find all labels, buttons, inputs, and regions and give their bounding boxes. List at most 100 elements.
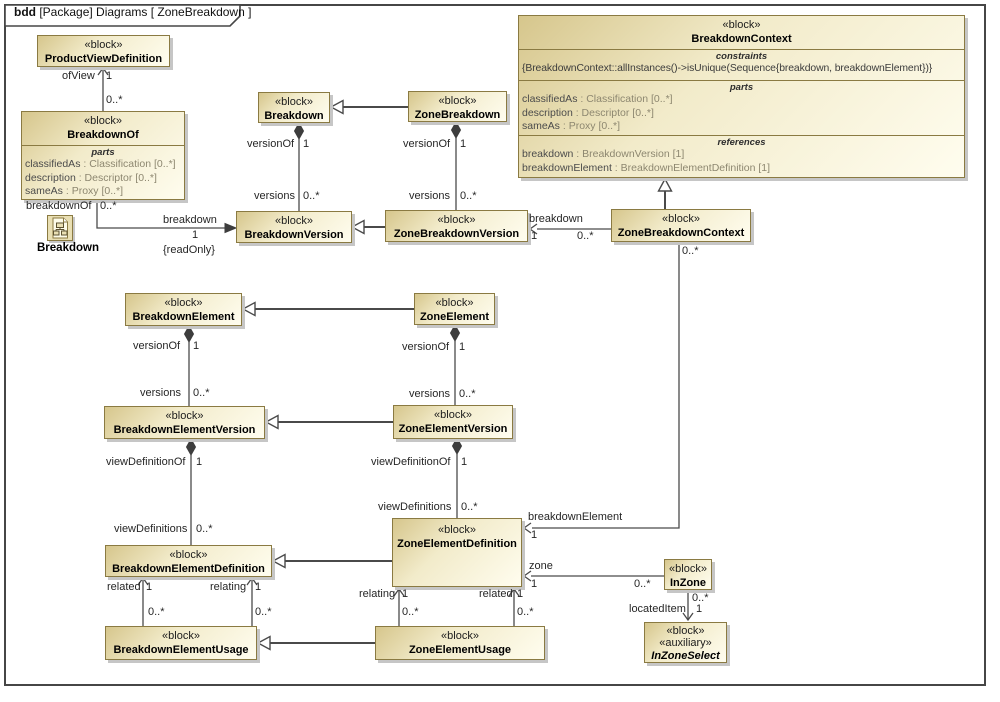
block-header: «block» ZoneBreakdownVersion bbox=[386, 211, 527, 241]
edge-label: 1 bbox=[696, 603, 703, 615]
part-property: sameAs : Proxy [0..*] bbox=[25, 185, 124, 197]
edge-label: breakdown bbox=[163, 214, 217, 226]
block-name: InZoneSelect bbox=[651, 650, 720, 662]
block-in-zone-select[interactable]: «block» «auxiliary» InZoneSelect bbox=[644, 622, 727, 663]
reference-property: breakdownElement : BreakdownElementDefin… bbox=[522, 161, 771, 174]
edge-label: 1 bbox=[531, 529, 538, 541]
block-name: ZoneBreakdownVersion bbox=[393, 228, 520, 240]
block-product-view-definition[interactable]: «block» ProductViewDefinition bbox=[37, 35, 170, 67]
block-zone-breakdown-version[interactable]: «block» ZoneBreakdownVersion bbox=[385, 210, 528, 242]
block-zone-element-definition[interactable]: «block» ZoneElementDefinition bbox=[392, 518, 522, 587]
diagram-title-text: [Package] Diagrams [ ZoneBreakdown ] bbox=[36, 5, 252, 19]
edge-label: relating bbox=[210, 581, 247, 593]
diagram-title: bdd [Package] Diagrams [ ZoneBreakdown ] bbox=[14, 5, 251, 19]
edge-label: 1 bbox=[517, 588, 524, 600]
edge-label: versionOf bbox=[403, 138, 451, 150]
block-zone-element[interactable]: «block» ZoneElement bbox=[414, 293, 495, 325]
compartment-caption: parts bbox=[729, 82, 754, 93]
edge-label: 0..* bbox=[100, 200, 117, 212]
reference-property: breakdown : BreakdownVersion [1] bbox=[522, 148, 685, 160]
references-compartment: references breakdown : BreakdownVersion … bbox=[519, 135, 964, 177]
edge-label: breakdownOf bbox=[26, 200, 92, 212]
stereotype: «block» bbox=[662, 213, 700, 225]
edge-label: 0..* bbox=[577, 230, 594, 242]
block-name: BreakdownElementUsage bbox=[113, 644, 249, 656]
edge-label: 1 bbox=[531, 578, 538, 590]
edge-label: viewDefinitions bbox=[114, 523, 188, 535]
stereotype: «block» bbox=[165, 410, 204, 422]
part-property: description : Descriptor [0..*] bbox=[25, 171, 157, 184]
block-name: BreakdownElementDefinition bbox=[112, 563, 265, 575]
edge-label: locatedItem bbox=[629, 603, 686, 615]
block-breakdown-element-version[interactable]: «block» BreakdownElementVersion bbox=[104, 406, 265, 439]
edge-label: 0..* bbox=[196, 523, 213, 535]
block-name: ZoneBreakdownContext bbox=[617, 227, 745, 239]
edge-label: 1 bbox=[461, 456, 468, 468]
edge-label: 0..* bbox=[255, 606, 272, 618]
stereotype: «block» bbox=[438, 95, 477, 107]
edge-label: {readOnly} bbox=[163, 244, 215, 256]
block-zone-element-version[interactable]: «block» ZoneElementVersion bbox=[393, 405, 513, 439]
block-name: ZoneElement bbox=[419, 311, 490, 323]
edge-label: 1 bbox=[460, 138, 467, 150]
stereotype: «block» bbox=[666, 625, 705, 637]
block-name: BreakdownVersion bbox=[244, 229, 344, 241]
block-name: BreakdownElement bbox=[132, 311, 235, 323]
block-breakdown-version[interactable]: «block» BreakdownVersion bbox=[236, 211, 352, 243]
block-header: «block» ZoneElement bbox=[415, 294, 494, 324]
block-header: «block» ZoneBreakdownContext bbox=[612, 210, 750, 240]
edge-label: related bbox=[479, 588, 513, 600]
block-breakdown-element[interactable]: «block» BreakdownElement bbox=[125, 293, 242, 326]
block-in-zone[interactable]: «block» InZone bbox=[664, 559, 712, 590]
block-header: «block» BreakdownElementDefinition bbox=[106, 546, 271, 576]
diagram-kind: bdd bbox=[14, 5, 36, 19]
edge-label: versions bbox=[409, 388, 450, 400]
block-name: ZoneBreakdown bbox=[414, 109, 501, 121]
frame-tab bbox=[4, 4, 241, 27]
block-header: «block» BreakdownElementVersion bbox=[105, 407, 264, 437]
edge-label: 1 bbox=[303, 138, 310, 150]
stereotype: «block» bbox=[435, 297, 474, 309]
block-header: «block» BreakdownElement bbox=[126, 294, 241, 324]
block-zone-breakdown[interactable]: «block» ZoneBreakdown bbox=[408, 91, 507, 122]
edge-label: 1 bbox=[146, 581, 153, 593]
block-breakdown[interactable]: «block» Breakdown bbox=[258, 92, 330, 123]
edge-label: 1 bbox=[193, 340, 200, 352]
constraints-compartment: constraints {BreakdownContext::allInstan… bbox=[519, 49, 964, 80]
block-header: «block» ZoneElementDefinition bbox=[393, 519, 521, 551]
stereotype: «block» bbox=[437, 214, 476, 226]
breakdown-shortcut-label[interactable]: Breakdown bbox=[37, 242, 99, 254]
block-zone-element-usage[interactable]: «block» ZoneElementUsage bbox=[375, 626, 545, 660]
edge-label: 1 bbox=[402, 588, 409, 600]
block-breakdown-of[interactable]: «block» BreakdownOf parts classifiedAs :… bbox=[21, 111, 185, 200]
edge-label: 0..* bbox=[148, 606, 165, 618]
part-property: sameAs : Proxy [0..*] bbox=[522, 120, 621, 132]
block-breakdown-element-usage[interactable]: «block» BreakdownElementUsage bbox=[105, 626, 257, 660]
block-breakdown-element-definition[interactable]: «block» BreakdownElementDefinition bbox=[105, 545, 272, 577]
edge-label: viewDefinitionOf bbox=[106, 456, 186, 468]
edge-label: viewDefinitionOf bbox=[371, 456, 451, 468]
stereotype: «block» bbox=[438, 524, 476, 536]
edge-label: 1 bbox=[459, 341, 466, 353]
compartment-caption: references bbox=[717, 137, 766, 148]
edge-label: 0..* bbox=[461, 501, 478, 513]
block-name: BreakdownElementVersion bbox=[113, 424, 256, 436]
edge-label: 0..* bbox=[402, 606, 419, 618]
block-name: Breakdown bbox=[264, 110, 324, 122]
edge-label: 1 bbox=[192, 229, 199, 241]
block-breakdown-context[interactable]: «block» BreakdownContext constraints {Br… bbox=[518, 15, 965, 178]
constraint-text: {BreakdownContext::allInstances()->isUni… bbox=[522, 63, 933, 74]
block-header: «block» BreakdownOf bbox=[22, 112, 184, 145]
block-header: «block» ZoneElementUsage bbox=[376, 627, 544, 657]
stereotype: «block» bbox=[669, 563, 707, 575]
edge-label: ofView bbox=[62, 70, 95, 82]
compartment-caption: parts bbox=[91, 147, 115, 158]
stereotype: «block» bbox=[722, 19, 761, 31]
stereotype: «block» bbox=[169, 549, 208, 561]
block-zone-breakdown-context[interactable]: «block» ZoneBreakdownContext bbox=[611, 209, 751, 242]
breakdown-diagram-icon[interactable] bbox=[47, 215, 73, 241]
stereotype: «block» bbox=[434, 409, 472, 421]
block-name: BreakdownOf bbox=[67, 129, 139, 141]
block-name: BreakdownContext bbox=[691, 33, 792, 45]
